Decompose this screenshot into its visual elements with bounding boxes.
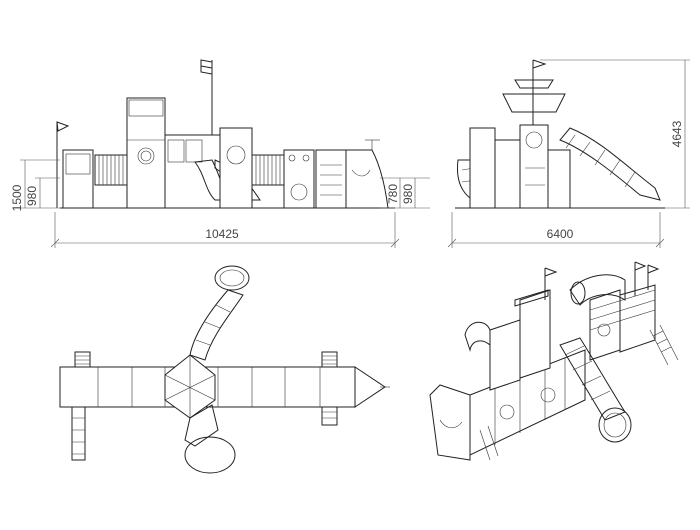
iso-tube-top: [569, 274, 626, 306]
plan-ladder-right: [321, 351, 338, 426]
dimension-line-side-height: [540, 59, 690, 209]
side-elevation-view: 4643 6400: [447, 59, 690, 248]
iso-tube-slide: [559, 337, 632, 443]
dimension-lines-front-right: [380, 177, 430, 209]
dimension-lines-front-left: [20, 159, 60, 209]
dim-front-length: 10425: [205, 227, 239, 241]
dim-front-height-total: 1500: [10, 184, 24, 211]
dim-front-platform-right-low: 780: [386, 184, 400, 204]
railing-section: [251, 154, 285, 186]
plan-ladder-left: [71, 351, 91, 461]
dim-front-platform-left: 980: [25, 186, 39, 206]
side-tube-slide: [559, 127, 661, 201]
main-tower: [126, 97, 166, 209]
ship-bow-front: [345, 139, 389, 209]
plan-tube-slide: [189, 265, 250, 361]
front-elevation-view: 1500 980 780 980 10425: [10, 59, 430, 248]
dim-side-height: 4643: [670, 120, 684, 147]
dim-front-platform-right: 980: [401, 184, 415, 204]
iso-flags-icon: [514, 261, 660, 307]
dimension-line-side-width: [447, 212, 665, 248]
plan-slide-down: [184, 404, 236, 474]
plan-view: [59, 265, 390, 474]
dimension-line-front-length: [50, 212, 400, 248]
railing-section: [94, 154, 128, 186]
dim-side-width: 6400: [547, 227, 574, 241]
flag-left-icon: [56, 121, 70, 208]
isometric-view: [429, 261, 679, 461]
